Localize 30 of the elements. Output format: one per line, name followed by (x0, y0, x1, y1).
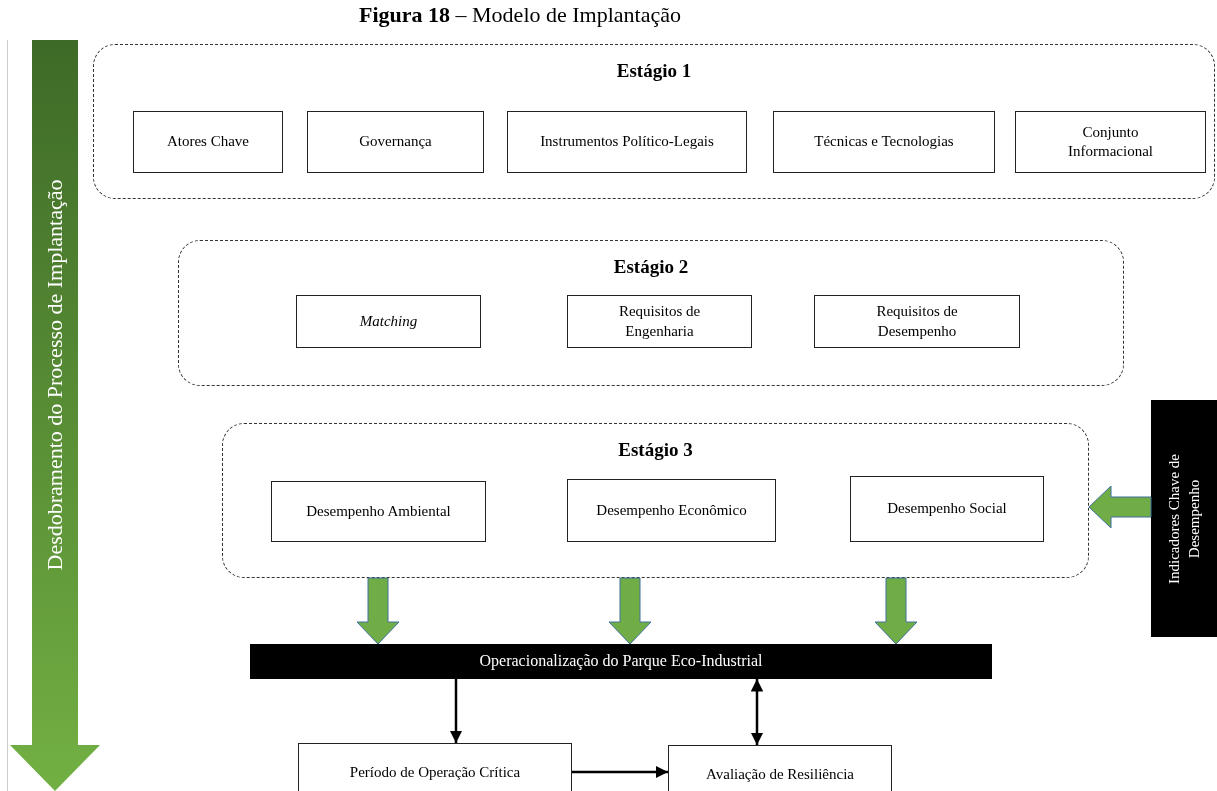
figure-title: Figura 18 – Modelo de Implantação (358, 2, 682, 28)
process-box: Desempenho Social (850, 476, 1044, 542)
process-box: Avaliação de Resiliência (668, 745, 892, 791)
process-box: Matching (296, 295, 481, 348)
process-box: Governança (307, 111, 484, 173)
process-arrow: Desdobramento do Processo de Implantação (10, 40, 100, 791)
arrow (750, 679, 764, 745)
block-arrow (356, 577, 400, 645)
process-box: Desempenho Ambiental (271, 481, 486, 542)
process-box: Requisitos de Desempenho (814, 295, 1020, 348)
block-arrow (608, 577, 652, 645)
process-box: Conjunto Informacional (1015, 111, 1206, 173)
stage-title: Estágio 1 (615, 59, 693, 83)
process-box: Desempenho Econômico (567, 479, 776, 542)
arrow (449, 679, 463, 743)
indicator-bar: Indicadores Chave de Desempenho (1151, 400, 1217, 637)
arrow (572, 765, 668, 779)
stage-title: Estágio 3 (617, 438, 694, 462)
stage-container (93, 44, 1215, 199)
process-box: Requisitos de Engenharia (567, 295, 752, 348)
process-box: Atores Chave (133, 111, 283, 173)
block-arrow (874, 577, 918, 645)
stage-container (222, 423, 1089, 578)
process-box: Instrumentos Político-Legais (507, 111, 747, 173)
process-box: Período de Operação Crítica (298, 743, 572, 791)
stage-title: Estágio 2 (612, 255, 690, 279)
operation-bar: Operacionalização do Parque Eco-Industrial (250, 644, 992, 679)
block-arrow (1088, 485, 1152, 529)
process-box: Técnicas e Tecnologias (773, 111, 995, 173)
stage-container (178, 240, 1124, 386)
